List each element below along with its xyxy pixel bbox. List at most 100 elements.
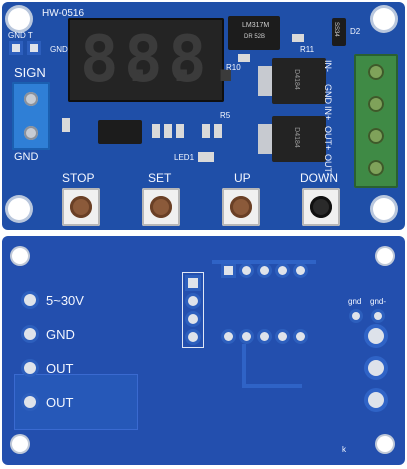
gnd-pad [352, 312, 360, 320]
r11-label: R11 [300, 45, 315, 54]
display-pin [242, 266, 251, 275]
terminal-pad [368, 392, 384, 408]
smd-resistor [202, 124, 210, 138]
terminal-pad [368, 360, 384, 376]
mounting-hole [377, 436, 393, 452]
copper-trace [242, 384, 302, 388]
diode-text: SS34 [333, 22, 339, 37]
smd-component [62, 118, 70, 132]
jumper-pad [30, 44, 38, 52]
copper-trace [242, 344, 246, 384]
sign-label: SIGN [14, 65, 46, 80]
terminal-screw[interactable] [368, 128, 384, 144]
terminal-screw[interactable] [24, 126, 38, 140]
down-button[interactable] [302, 188, 340, 226]
mounting-hole [12, 248, 28, 264]
label-5-30v: 5~30V [46, 293, 84, 308]
terminal-pad [368, 328, 384, 344]
mosfet-text: D4184 [292, 69, 300, 90]
k-label: k [342, 445, 346, 454]
solder-pad [24, 396, 36, 408]
button-cap [310, 196, 332, 218]
r10-label: R10 [226, 63, 241, 72]
regulator-chip: LM317M DR 52B [228, 16, 280, 50]
button-cap [230, 196, 252, 218]
smd-resistor [164, 124, 172, 138]
mounting-hole [373, 198, 395, 220]
mounting-hole [373, 8, 395, 30]
terminal-screw[interactable] [368, 96, 384, 112]
gnd-label: gnd [348, 297, 362, 306]
smd-resistor [214, 124, 222, 138]
display-pin [224, 266, 233, 275]
solder-pad [24, 294, 36, 306]
gnd-small-label: GND [50, 45, 68, 54]
terminal-screw[interactable] [24, 92, 38, 106]
button-cap [150, 196, 172, 218]
display-pin [278, 266, 287, 275]
solder-pad [24, 328, 36, 340]
pcb-bottom-view: 5~30V GND OUT OUT gnd gnd- k [2, 236, 405, 465]
optocoupler-chip [98, 120, 142, 144]
mosfet: D4184 [272, 58, 326, 104]
display-pin [278, 332, 287, 341]
smd-resistor [292, 34, 304, 42]
label-out: OUT [46, 361, 74, 376]
display-pin [260, 332, 269, 341]
seven-segment-display: 8. 8. 8. [68, 18, 245, 102]
terminal-screw[interactable] [368, 64, 384, 80]
jumper-pad [12, 44, 20, 52]
button-cap [70, 196, 92, 218]
header-pin [188, 296, 198, 306]
label-gnd: GND [46, 327, 75, 342]
led-indicator [198, 152, 214, 162]
mounting-hole [8, 8, 30, 30]
display-digit: 8. [124, 23, 202, 97]
power-terminal-block [354, 54, 398, 188]
led1-label: LED1 [174, 153, 195, 162]
regulator-text: LM317M [242, 22, 270, 29]
terminal-screw[interactable] [368, 160, 384, 176]
set-label: SET [148, 171, 172, 185]
regulator-code: DR 52B [244, 34, 266, 40]
stop-button[interactable] [62, 188, 100, 226]
mosfet-text: D4184 [292, 127, 300, 148]
pcb-top-view: HW-0516 GND T GND 8. 8. 8. SIGN GND R5 L… [2, 2, 405, 230]
display-pin [260, 266, 269, 275]
solder-pad [24, 362, 36, 374]
mosfet-tab [258, 124, 272, 154]
header-pin [188, 332, 198, 342]
gnd-t-label: GND T [8, 31, 33, 40]
gnd-pad [374, 312, 382, 320]
smd-resistor [176, 124, 184, 138]
mosfet-tab [258, 66, 272, 96]
header-pin [188, 314, 198, 324]
terminal-label-in-plus: IN+ [323, 106, 333, 121]
down-label: DOWN [300, 171, 338, 185]
terminal-label-gnd: GND [323, 84, 333, 104]
mounting-hole [377, 248, 393, 264]
up-button[interactable] [222, 188, 260, 226]
mounting-hole [8, 198, 30, 220]
set-button[interactable] [142, 188, 180, 226]
model-label: HW-0516 [42, 8, 85, 19]
display-pin [296, 266, 305, 275]
display-digit: 8. [80, 23, 158, 97]
d2-label: D2 [350, 27, 361, 36]
copper-trace [212, 260, 316, 264]
gnd-minus-label: gnd- [370, 297, 387, 306]
display-pin [224, 332, 233, 341]
r5-label: R5 [220, 111, 231, 120]
display-pin [296, 332, 305, 341]
mounting-hole [12, 436, 28, 452]
signal-terminal-block [12, 82, 50, 150]
label-out-2: OUT [46, 395, 74, 410]
display-pin [242, 332, 251, 341]
terminal-label-out-plus: OUT+ [323, 126, 333, 151]
terminal-label-in-minus: IN- [323, 60, 333, 72]
up-label: UP [234, 171, 251, 185]
stop-label: STOP [62, 171, 95, 185]
header-pin [188, 278, 198, 288]
smd-resistor [238, 54, 250, 62]
gnd-label: GND [14, 151, 39, 163]
